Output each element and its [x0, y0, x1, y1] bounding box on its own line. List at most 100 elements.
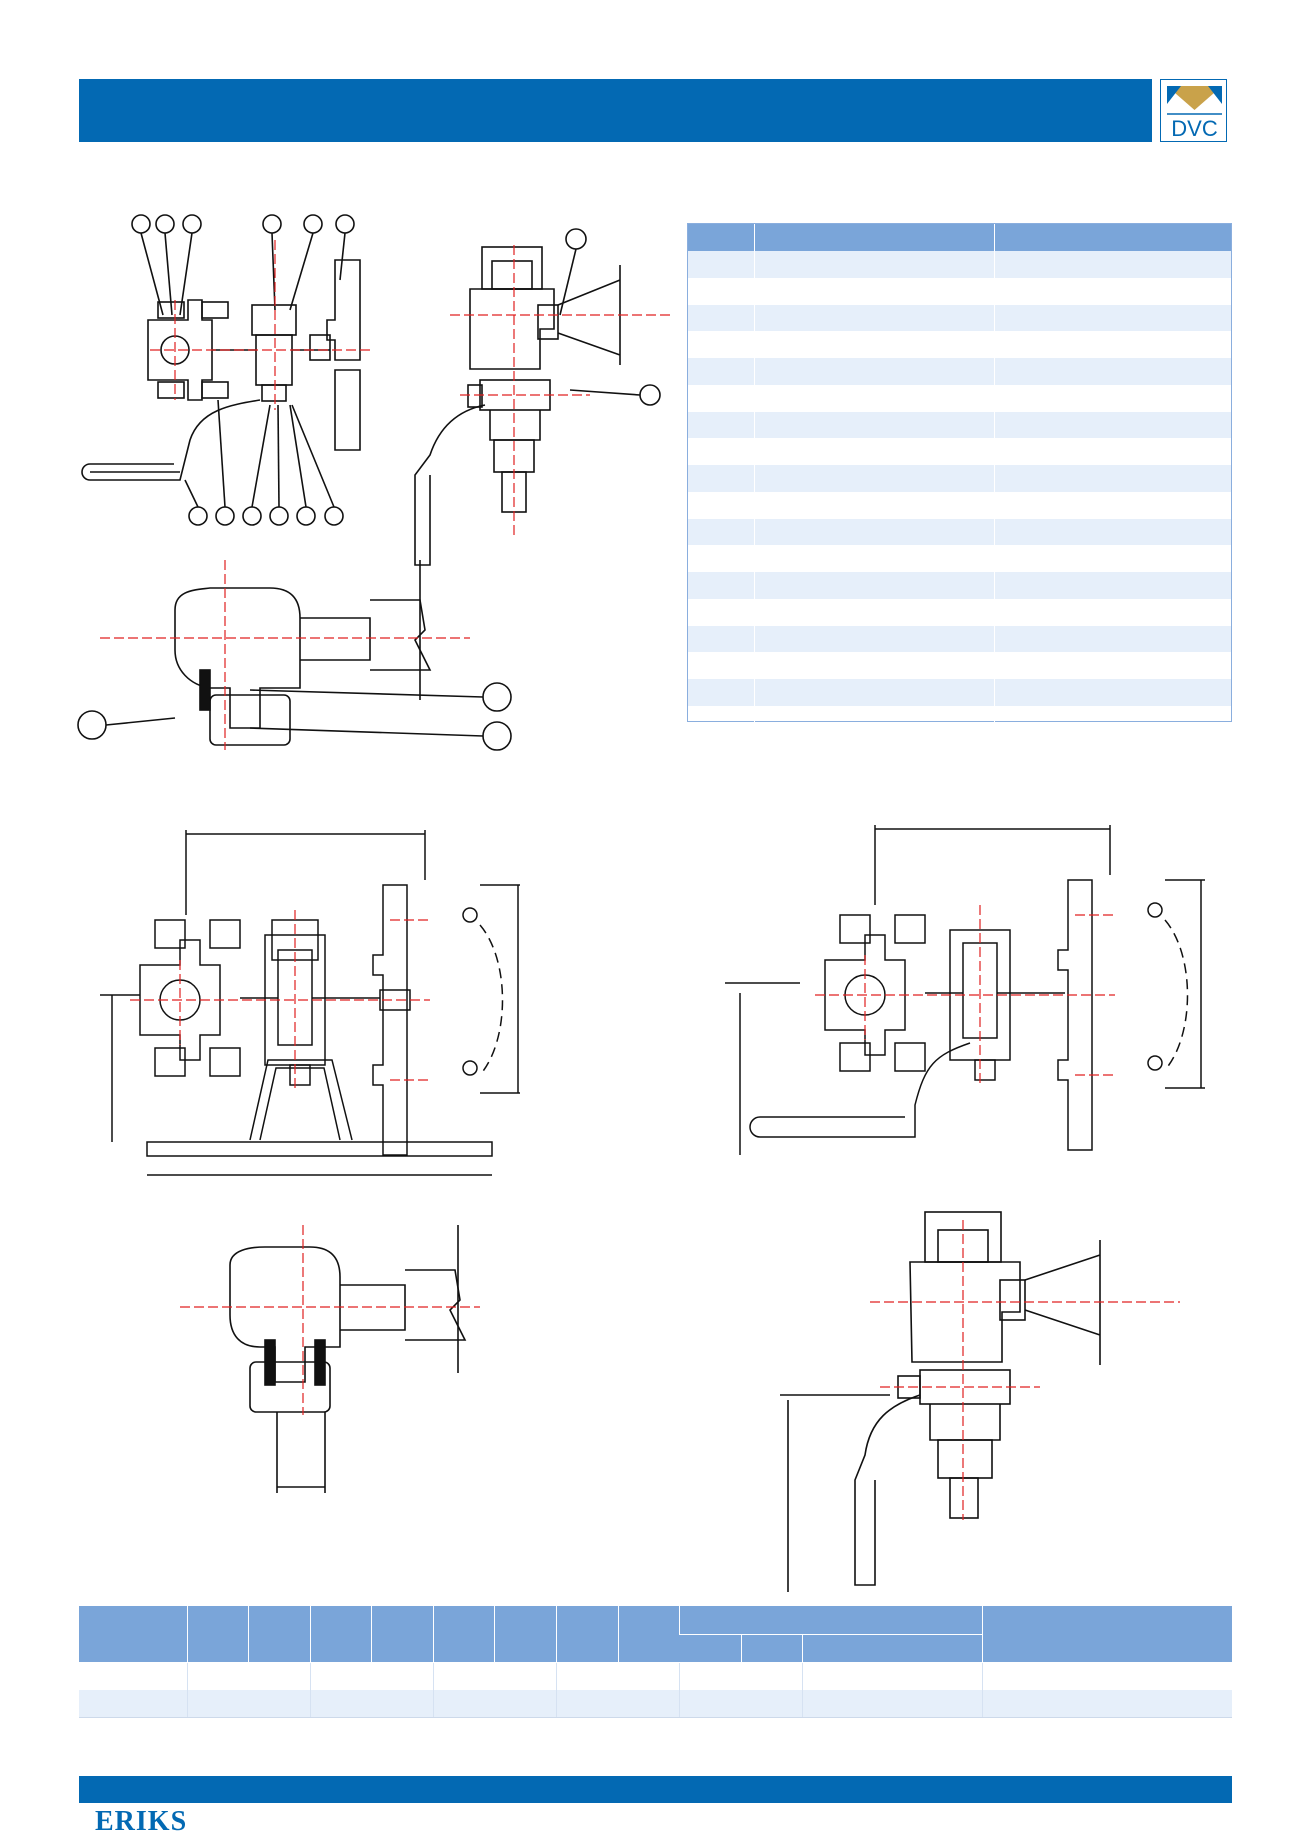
dimensions-table-wrap [79, 1606, 1232, 1718]
parts-cell [688, 438, 754, 465]
dims-col-header [555, 1606, 618, 1663]
dims-cell [309, 1662, 433, 1690]
dims-col-header [432, 1606, 494, 1663]
header-bar [79, 79, 1152, 142]
parts-cell [688, 385, 754, 412]
parts-row [688, 438, 1231, 465]
parts-cell [993, 411, 1231, 439]
parts-row [688, 491, 1231, 519]
parts-cell [993, 598, 1231, 626]
dims-cell [79, 1662, 187, 1690]
parts-col-header [688, 224, 754, 251]
parts-cell [688, 465, 754, 492]
parts-col-header [753, 224, 994, 251]
dims-cell [432, 1689, 556, 1718]
dims-cell [555, 1662, 679, 1690]
dims-cell [309, 1689, 433, 1718]
parts-table [688, 224, 1231, 733]
dims-row [79, 1662, 1232, 1690]
dims-col-header [186, 1606, 248, 1663]
logo-text: DVC [1171, 116, 1218, 141]
parts-cell [993, 679, 1231, 706]
dims-cell [555, 1689, 679, 1718]
parts-cell [753, 277, 994, 305]
dims-col-header [370, 1606, 433, 1663]
parts-row [688, 384, 1231, 412]
dims-cell [678, 1662, 802, 1690]
parts-row [688, 277, 1231, 305]
dims-col-header [981, 1606, 1232, 1663]
parts-cell [993, 545, 1231, 572]
parts-cell [993, 572, 1231, 599]
parts-cell [753, 384, 994, 412]
drawing-assembly-with-stand [100, 830, 520, 1176]
parts-row [688, 652, 1231, 679]
parts-cell [688, 411, 754, 439]
parts-cell [753, 491, 994, 519]
dims-col-header [247, 1606, 310, 1663]
parts-cell [753, 411, 994, 439]
dims-cell [801, 1662, 983, 1690]
drawing-lower-section [180, 1225, 480, 1493]
parts-row [688, 705, 1231, 733]
eriks-logo: ERIKS [95, 1806, 225, 1837]
parts-row [688, 358, 1231, 385]
parts-row [688, 679, 1231, 706]
parts-cell [688, 599, 754, 626]
drawing-front-view-callouts [81, 214, 370, 526]
dims-cell [186, 1689, 310, 1718]
parts-cell [688, 652, 754, 679]
dims-subcol-header [801, 1634, 983, 1663]
parts-cell [993, 438, 1231, 465]
dims-cell [432, 1662, 556, 1690]
parts-cell [993, 331, 1231, 358]
parts-cell [993, 465, 1231, 492]
parts-row [688, 304, 1231, 332]
parts-cell [993, 277, 1231, 305]
parts-row [688, 545, 1231, 572]
parts-list-table [687, 223, 1232, 733]
dims-cell [79, 1689, 187, 1718]
parts-cell [993, 491, 1231, 519]
parts-cell [993, 705, 1231, 733]
parts-cell [688, 706, 754, 733]
parts-cell [753, 625, 994, 653]
parts-cell [753, 438, 994, 465]
parts-cell [753, 598, 994, 626]
parts-cell [753, 304, 994, 332]
parts-cell [993, 358, 1231, 385]
parts-cell [753, 705, 994, 733]
parts-cell [688, 492, 754, 519]
dims-subcol-header [679, 1634, 741, 1663]
dims-subcol-header [740, 1634, 802, 1663]
drawing-assembly-with-handle [725, 825, 1205, 1155]
parts-cell [993, 625, 1231, 653]
parts-row [688, 331, 1231, 358]
parts-row [688, 572, 1231, 599]
parts-cell [753, 465, 994, 492]
dims-group-header [678, 1606, 983, 1635]
parts-cell [688, 331, 754, 358]
parts-cell [993, 304, 1231, 332]
parts-cell [753, 358, 994, 385]
parts-row [688, 518, 1231, 546]
dims-col-header [309, 1606, 371, 1663]
dims-col-header [617, 1606, 679, 1663]
parts-cell [753, 251, 994, 278]
dims-cell [981, 1689, 1232, 1718]
parts-cell [688, 304, 754, 332]
brand-name: ERIKS [95, 1806, 187, 1834]
parts-cell [753, 572, 994, 599]
parts-cell [688, 518, 754, 546]
parts-cell [993, 652, 1231, 679]
parts-col-header [993, 224, 1231, 251]
parts-row [688, 625, 1231, 653]
dims-cell [801, 1689, 983, 1718]
parts-cell [688, 545, 754, 572]
parts-cell [993, 251, 1231, 278]
parts-cell [753, 545, 994, 572]
dims-col-header [493, 1606, 556, 1663]
parts-cell [688, 278, 754, 305]
dvc-logo: DVC [1160, 79, 1227, 142]
parts-row [688, 465, 1231, 492]
